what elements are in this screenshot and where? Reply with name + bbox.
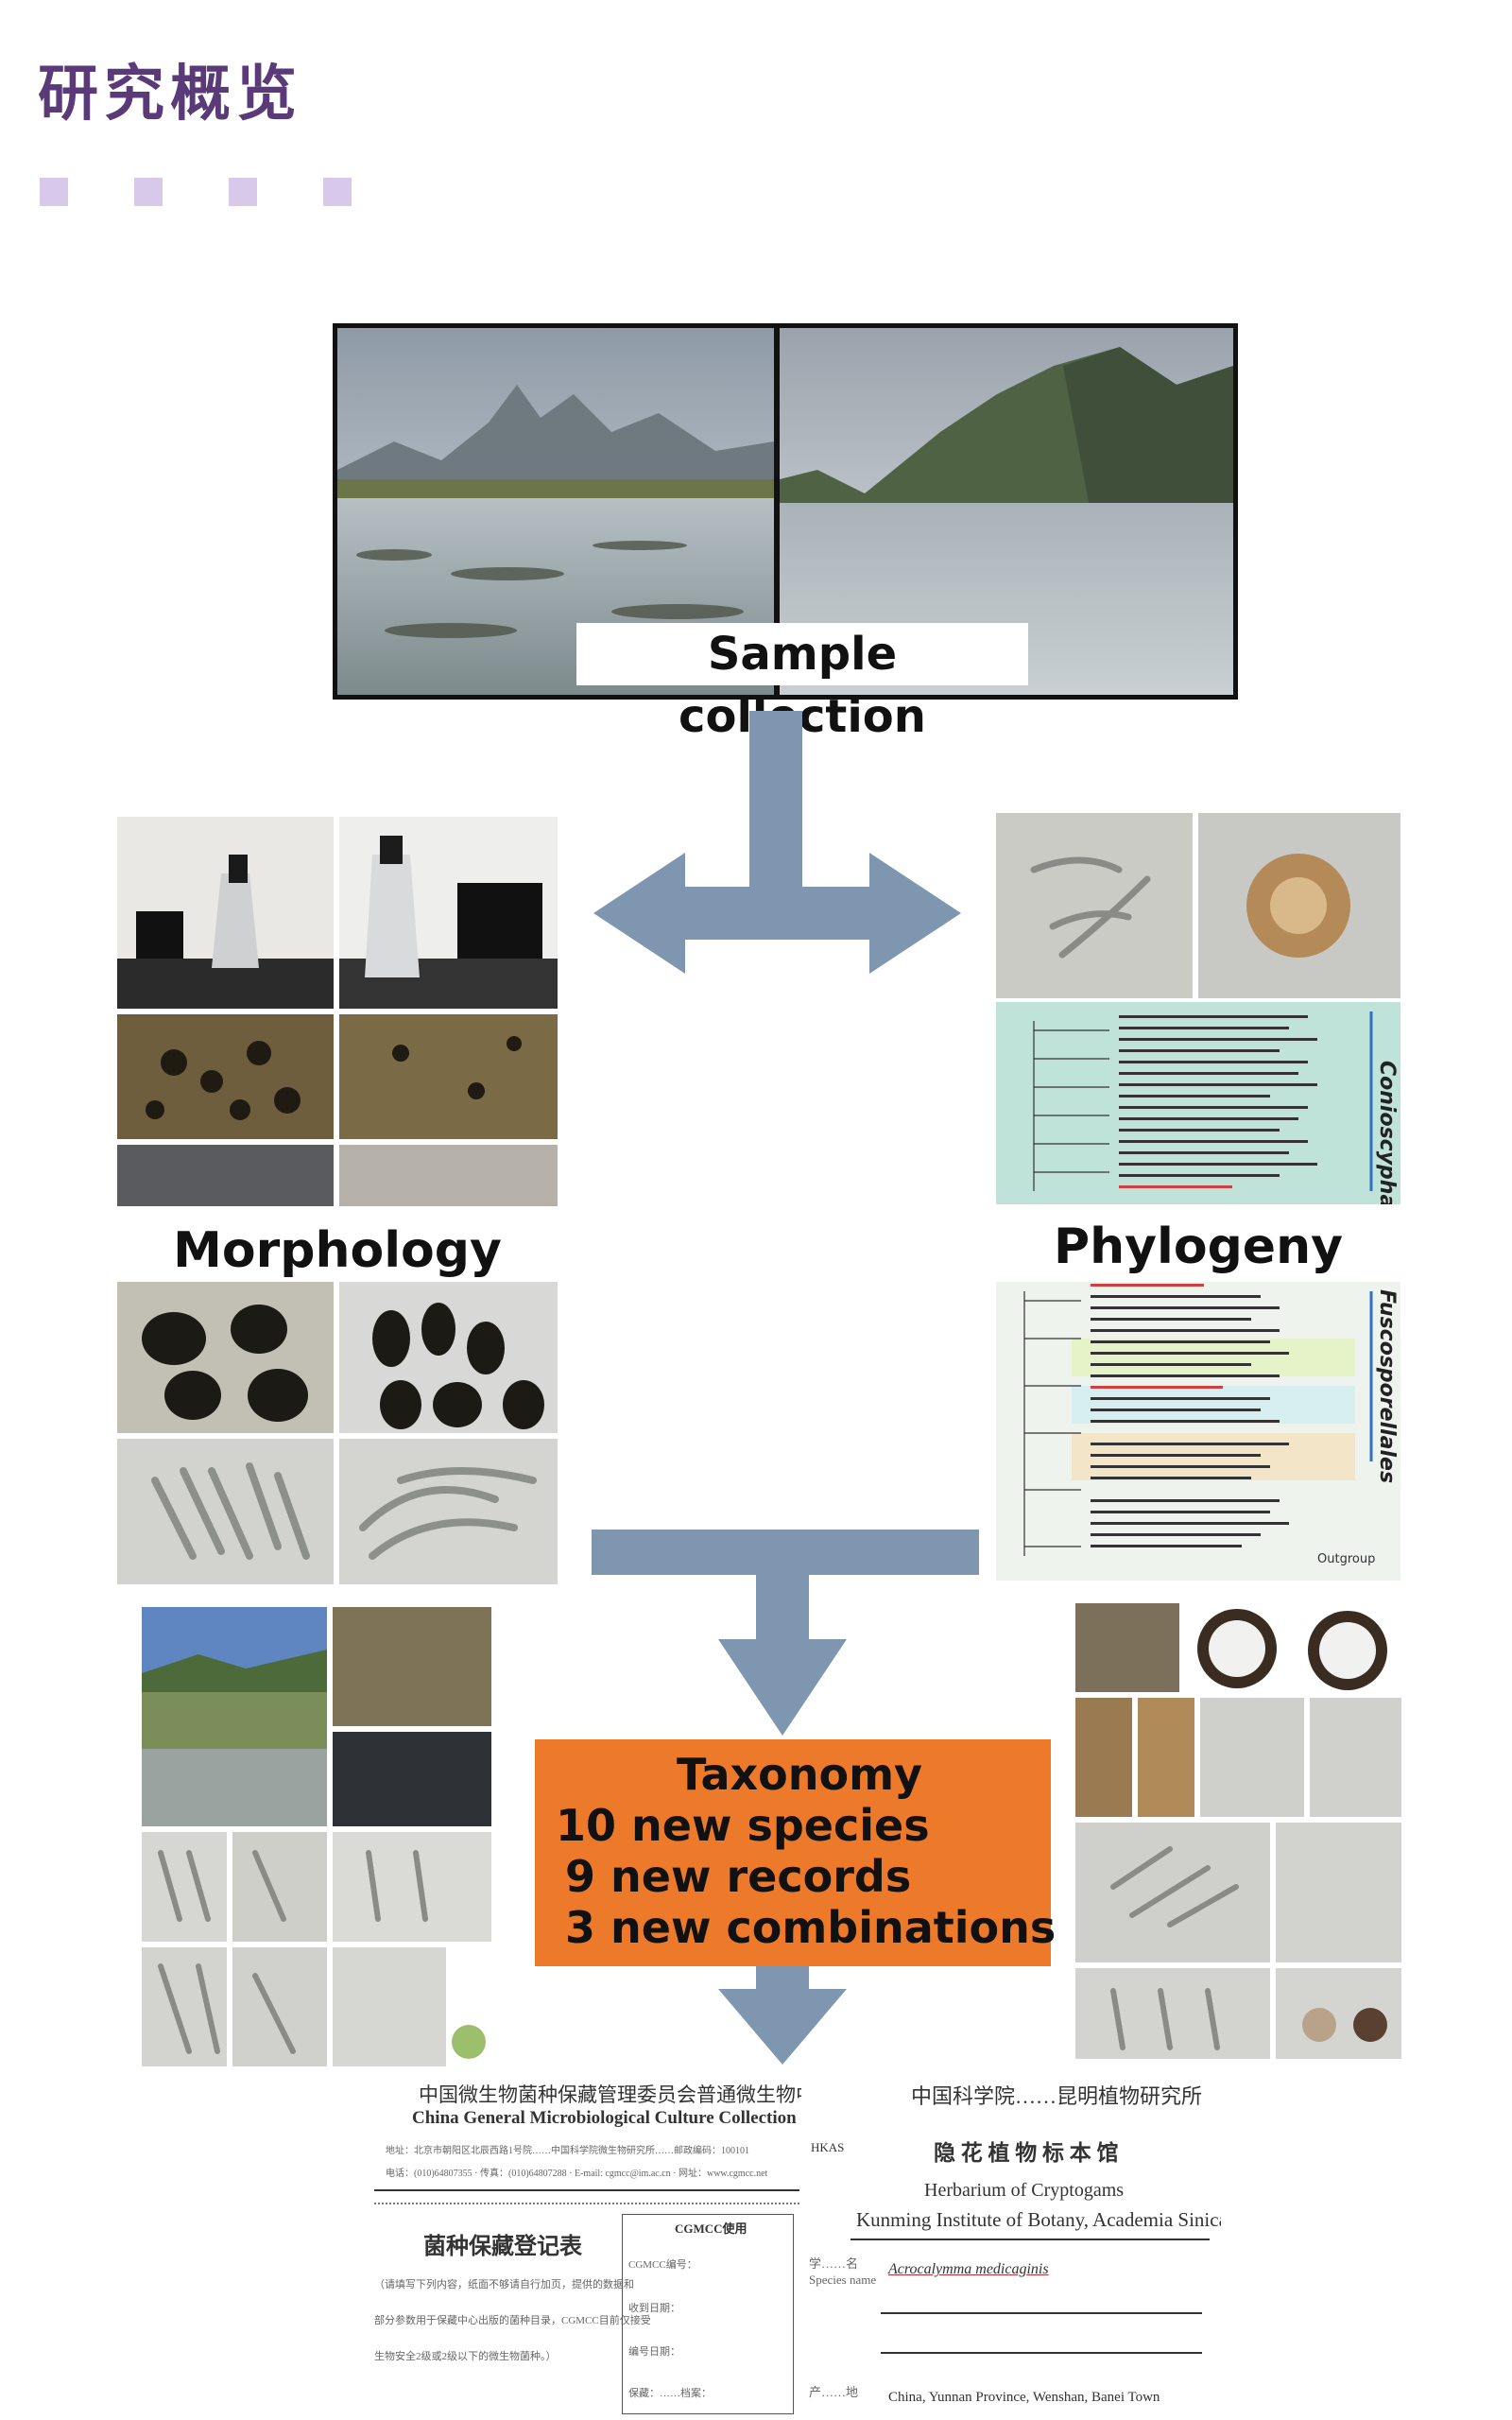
cgmcc-contact: 电话：(010)64807355 · 传真：(010)64807288 · E-… (386, 2169, 768, 2179)
phylogeny-label: Phylogeny (996, 1204, 1400, 1289)
cgmcc-field-number: CGMCC编号： (628, 2259, 697, 2271)
hkas-code: HKAS (811, 2140, 845, 2154)
species-name: Acrocalymma medicaginis (888, 2261, 1049, 2277)
morphology-panel: Morphology (117, 817, 558, 1584)
cgmcc-registration-form: 中国微生物菌种保藏管理委员会普通微生物中心 China General Micr… (367, 2074, 801, 2420)
decor-square-4 (323, 178, 352, 206)
decor-square-3 (229, 178, 257, 206)
cgmcc-note-3: 生物安全2级或2级以下的微生物菌种。） (374, 2351, 557, 2362)
taxonomy-line-combinations: 3 new combinations (565, 1902, 1057, 1953)
phylogeny-tree-lower (996, 1282, 1400, 1581)
locality: China, Yunnan Province, Wenshan, Banei T… (888, 2390, 1160, 2405)
herbarium-cn: 隐 花 植 物 标 本 馆 (934, 2141, 1119, 2165)
institute-en: Kunming Institute of Botany, Academia Si… (856, 2208, 1221, 2231)
taxonomy-line-records: 9 new records (565, 1851, 912, 1902)
cgmcc-field-numbered: 编号日期： (628, 2346, 680, 2358)
cgmcc-field-received: 收到日期： (628, 2303, 680, 2314)
sample-collection-panel: Sample collection (333, 323, 1238, 743)
river-photo-left (337, 328, 774, 695)
page-title: 研究概览 (38, 60, 302, 130)
cgmcc-note-2: 部分参数用于保藏中心出版的菌种目录，CGMCC目前仅接受 (374, 2315, 651, 2326)
species-field-en: Species name (809, 2273, 877, 2287)
cgmcc-form-title: 菌种保藏登记表 (423, 2235, 582, 2259)
spore-photos (117, 1282, 558, 1584)
outgroup-label: Outgroup (1317, 1552, 1376, 1566)
clade-label-upper: Conioscyphales (1375, 1061, 1399, 1242)
cgmcc-use-box: CGMCC使用 CGMCC编号： 收到日期： 编号日期： 保藏：……档案： (622, 2214, 794, 2414)
cgmcc-address: 地址：北京市朝阳区北辰西路1号院……中国科学院微生物研究所……邮政编码：1001… (386, 2146, 749, 2156)
phylogeny-panel: Conioscyphales Phylogeny Fuscosporell (996, 813, 1400, 1581)
decor-square-2 (134, 178, 163, 206)
institute-cn: 中国科学院……昆明植物研究所 (911, 2084, 1203, 2108)
cgmcc-field-storage: 保藏：……档案： (628, 2388, 712, 2399)
cgmcc-org-en: China General Microbiological Culture Co… (412, 2108, 801, 2128)
herbarium-en: Herbarium of Cryptogams (924, 2180, 1125, 2201)
morphology-label: Morphology (117, 1208, 558, 1293)
taxonomy-plate-right (1075, 1603, 1401, 2059)
clade-label-lower: Fuscosporellales (1375, 1289, 1399, 1484)
hkas-herbarium-label: HKAS 中国科学院……昆明植物研究所 隐 花 植 物 标 本 馆 Herbar… (805, 2074, 1221, 2420)
sample-collection-label: Sample collection (576, 623, 1028, 743)
species-field-cn: 学……名 (809, 2256, 859, 2271)
taxonomy-title: Taxonomy (677, 1749, 923, 1800)
cgmcc-use-title: CGMCC使用 (675, 2221, 747, 2236)
locality-field-cn: 产……地 (809, 2385, 859, 2399)
taxonomy-plate-left (142, 1607, 491, 2066)
cgmcc-note-1: （请填写下列内容，纸面不够请自行加页，提供的数据和 (374, 2279, 634, 2290)
microscope-photos (117, 817, 558, 1206)
phylogeny-images-upper (996, 813, 1400, 1204)
decor-square-1 (40, 178, 68, 206)
taxonomy-line-species: 10 new species (556, 1800, 930, 1851)
taxonomy-box: Taxonomy 10 new species 9 new records 3 … (535, 1739, 1056, 1966)
cgmcc-org-cn: 中国微生物菌种保藏管理委员会普通微生物中心 (419, 2083, 801, 2106)
